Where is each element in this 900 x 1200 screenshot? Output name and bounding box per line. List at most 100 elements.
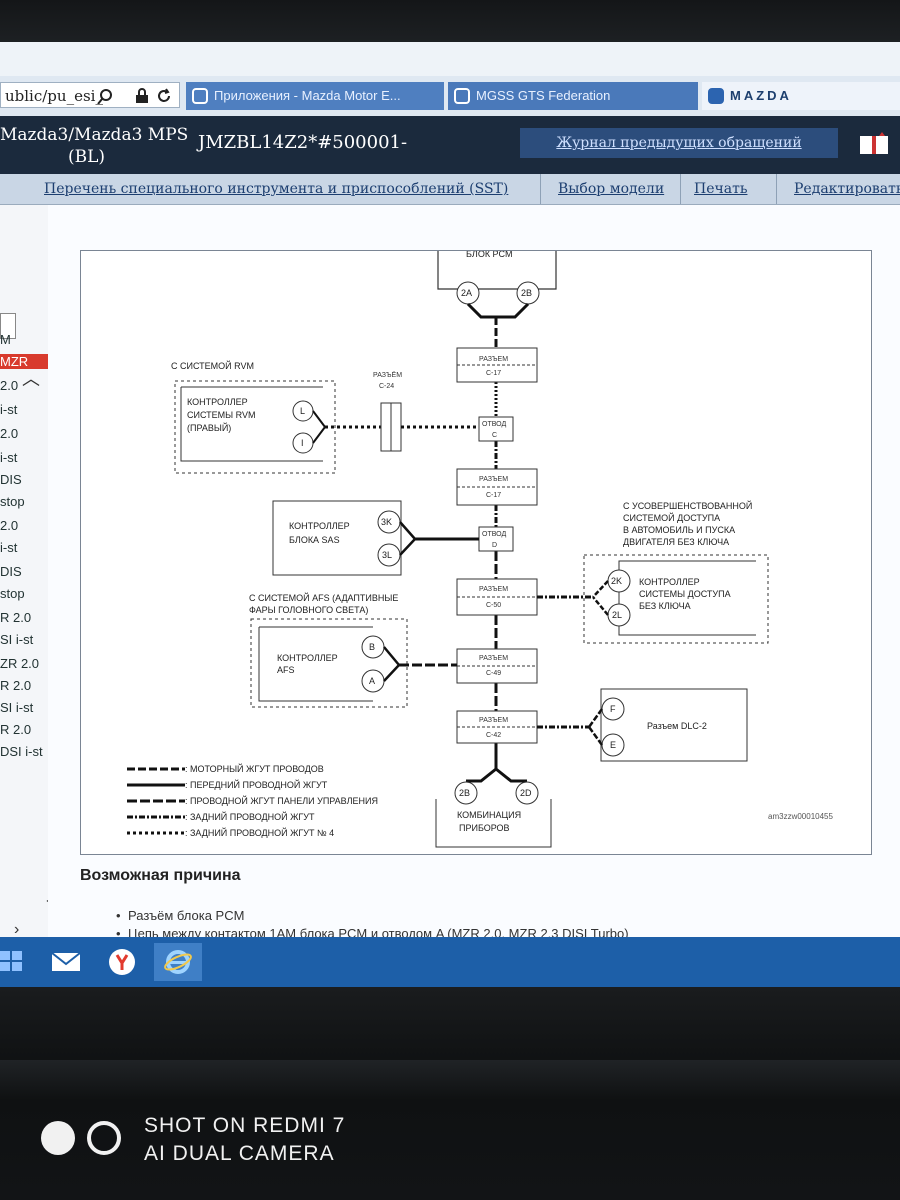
screen: ublic/pu_esi_ Приложения - Mazda Motor E… xyxy=(0,42,900,987)
dlc-box xyxy=(600,688,748,762)
cluster-label: КОМБИНАЦИЯ xyxy=(457,810,521,820)
sidebar-item[interactable]: R 2.0 xyxy=(0,722,32,737)
afs-controller-label: КОНТРОЛЛЕР xyxy=(277,653,338,663)
svg-text:2K: 2K xyxy=(611,576,622,586)
sidebar-item[interactable]: DIS xyxy=(0,472,22,487)
menu-item-sst[interactable]: Перечень специального инструмента и прис… xyxy=(44,181,509,197)
rvm-controller-label: КОНТРОЛЛЕР xyxy=(187,397,248,407)
sidebar-item[interactable]: i-st xyxy=(0,450,18,465)
svg-text:ОТВОД: ОТВОД xyxy=(482,531,506,538)
sidebar-item[interactable]: ZR 2.0 xyxy=(0,656,40,671)
menu-divider xyxy=(680,174,681,204)
svg-text:БЕЗ КЛЮЧА: БЕЗ КЛЮЧА xyxy=(639,601,691,611)
previous-requests-link[interactable]: Журнал предыдущих обращений xyxy=(520,128,838,158)
sidebar-item[interactable]: 2.0 xyxy=(0,378,19,393)
sidebar-item[interactable]: SI i-st xyxy=(0,632,34,647)
taskbar-yandex[interactable] xyxy=(98,943,146,981)
sidebar-item[interactable]: M xyxy=(0,332,11,347)
book-icon[interactable] xyxy=(858,130,890,158)
laptop-body xyxy=(0,1060,900,1100)
tab-mgss[interactable]: MGSS GTS Federation xyxy=(448,82,698,110)
menu-item-print[interactable]: Печать xyxy=(694,181,748,197)
legend-item: : МОТОРНЫЙ ЖГУТ ПРОВОДОВ xyxy=(185,763,324,774)
rvm-pin-i: I xyxy=(292,432,314,454)
tab-mazda[interactable]: MAZDA xyxy=(702,82,900,110)
chevron-right-icon[interactable]: › xyxy=(14,921,20,938)
cause-title: Возможная причина xyxy=(80,867,241,884)
rvm-caption: С СИСТЕМОЙ RVM xyxy=(171,360,254,371)
c24-label: РАЗЪЁМ xyxy=(373,371,402,379)
svg-text:I: I xyxy=(301,438,304,448)
svg-text:E: E xyxy=(610,740,616,750)
sidebar-item[interactable]: DIS xyxy=(0,564,22,579)
sidebar-item[interactable]: i-st xyxy=(0,402,18,417)
cluster-pin-2d: 2D xyxy=(515,781,539,805)
afs-pin-a: A xyxy=(361,669,385,693)
dlc-pin-f: F xyxy=(601,697,625,721)
menu-divider xyxy=(540,174,541,204)
address-bar[interactable]: ublic/pu_esi_ xyxy=(0,82,180,108)
sidebar-item[interactable]: i-st xyxy=(0,540,18,555)
keyless-pin-2k: 2K xyxy=(607,569,631,593)
svg-text:РАЗЪЕМ: РАЗЪЕМ xyxy=(479,655,508,662)
sidebar-item[interactable]: MZR xyxy=(0,354,48,369)
sidebar-item[interactable]: stop xyxy=(0,494,25,509)
taskbar-ie[interactable] xyxy=(154,943,202,981)
sidebar-item[interactable]: SI i-st xyxy=(0,700,34,715)
svg-text:2B: 2B xyxy=(459,788,470,798)
sidebar-item[interactable]: R 2.0 xyxy=(0,678,32,693)
sas-box xyxy=(272,500,402,576)
svg-text:БЛОКА SAS: БЛОКА SAS xyxy=(289,535,340,545)
svg-text:C-49: C-49 xyxy=(486,670,501,677)
monitor-bezel-top xyxy=(0,0,900,42)
svg-text:СИСТЕМОЙ ДОСТУПА: СИСТЕМОЙ ДОСТУПА xyxy=(623,512,720,523)
afs-dashed-frame xyxy=(250,618,408,708)
sidebar-item[interactable]: R 2.0 xyxy=(0,610,32,625)
cause-bullet: Разъём блока PCM xyxy=(116,908,244,923)
vin-label: JMZBL14Z2*#500001- xyxy=(198,132,408,153)
keyless-pin-2l: 2L xyxy=(607,603,631,627)
svg-text:C-42: C-42 xyxy=(486,732,501,739)
pin-2a: 2A xyxy=(456,281,480,305)
legend-item: : ПЕРЕДНИЙ ПРОВОДНОЙ ЖГУТ xyxy=(185,779,328,790)
chevron-up-icon[interactable]: ︿ xyxy=(22,369,40,389)
menu-divider xyxy=(776,174,777,204)
afs-caption: С СИСТЕМОЙ AFS (АДАПТИВНЫЕ xyxy=(249,592,398,603)
connector-c49: РАЗЪЕМ C-49 xyxy=(456,648,538,684)
menu-item-select-model[interactable]: Выбор модели xyxy=(558,181,665,197)
taskbar-mail[interactable] xyxy=(42,943,90,981)
keyless-caption: С УСОВЕРШЕНСТВОВАННОЙ xyxy=(623,500,752,511)
svg-text:СИСТЕМЫ RVM: СИСТЕМЫ RVM xyxy=(187,410,255,420)
menu-item-edit[interactable]: Редактировать xyxy=(794,181,900,197)
sidebar-item[interactable]: DSI i-st xyxy=(0,744,43,759)
svg-text:C: C xyxy=(492,432,497,439)
app-header: Mazda3/Mazda3 MPS (BL) JMZBL14Z2*#500001… xyxy=(0,116,900,174)
sidebar-checkbox[interactable] xyxy=(0,313,16,339)
pin-2b: 2B xyxy=(516,281,540,305)
refresh-icon[interactable] xyxy=(156,88,172,104)
svg-text:2B: 2B xyxy=(521,288,532,298)
ie-icon xyxy=(708,88,724,104)
pcm-label: БЛОК PCM xyxy=(466,251,513,259)
yandex-browser-icon xyxy=(109,949,135,975)
chevron-down-icon[interactable]: ﹀ xyxy=(46,895,48,921)
start-button[interactable] xyxy=(0,943,48,981)
svg-text:РАЗЪЕМ: РАЗЪЕМ xyxy=(479,476,508,483)
cluster-pin-2b: 2B xyxy=(454,781,478,805)
top-menu: Перечень специального инструмента и прис… xyxy=(0,174,900,205)
mail-icon xyxy=(51,952,81,971)
sidebar-item[interactable]: stop xyxy=(0,586,25,601)
tab-applications[interactable]: Приложения - Mazda Motor E... xyxy=(186,82,444,110)
svg-text:2D: 2D xyxy=(520,788,532,798)
sidebar-item[interactable]: 2.0 xyxy=(0,426,19,441)
sidebar-item[interactable]: 2.0 xyxy=(0,518,19,533)
search-icon[interactable] xyxy=(96,88,114,106)
svg-text:2L: 2L xyxy=(612,610,622,620)
